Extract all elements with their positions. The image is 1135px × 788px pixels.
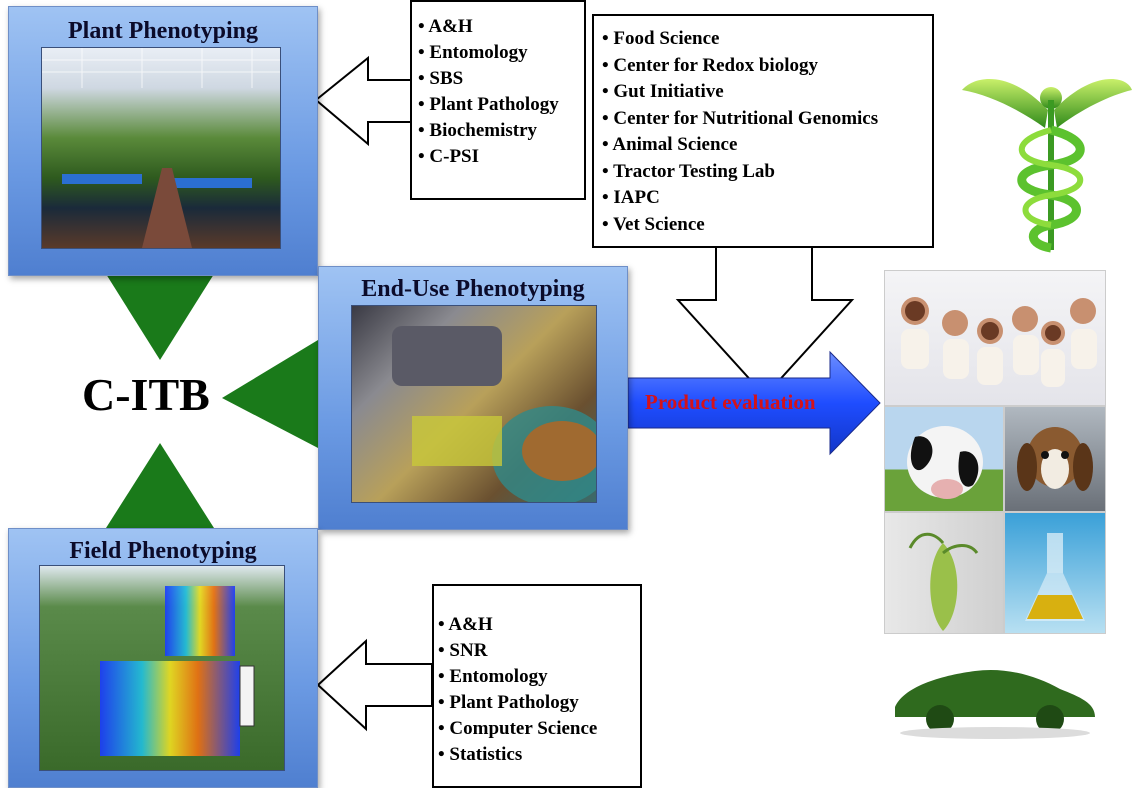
babies-image	[884, 270, 1106, 406]
list-item: Center for Nutritional Genomics	[602, 106, 932, 133]
list-item: Food Science	[602, 26, 932, 53]
grass-car-image	[884, 636, 1106, 752]
list-item: Plant Pathology	[438, 690, 640, 716]
list-item: Plant Pathology	[418, 92, 584, 118]
plant-phenotyping-title: Plant Phenotyping	[67, 18, 259, 44]
greenhouse-image	[41, 47, 281, 249]
list-item: SNR	[438, 638, 640, 664]
list-item: Entomology	[438, 664, 640, 690]
product-evaluation-label: Product evaluation	[645, 390, 816, 414]
field-phenotyping-panel: Field Phenotyping	[8, 528, 318, 788]
cow-image	[884, 406, 1004, 512]
list-item: Biochemistry	[418, 118, 584, 144]
puppy-image	[1004, 406, 1106, 512]
arrow-to-field	[316, 638, 433, 732]
enduse-collaborators-box: Food Science Center for Redox biology Gu…	[592, 14, 934, 248]
arrow-down-to-product	[675, 243, 855, 398]
list-item: SBS	[418, 66, 584, 92]
triangle-down	[106, 274, 214, 360]
plant-phenotyping-panel: Plant Phenotyping	[8, 6, 318, 276]
list-item: Tractor Testing Lab	[602, 159, 932, 186]
field-phenotyping-title: Field Phenotyping	[69, 538, 257, 564]
list-item: Center for Redox biology	[602, 53, 932, 80]
product-evaluation-arrow	[627, 350, 881, 456]
list-item: IAPC	[602, 185, 932, 212]
list-item: Statistics	[438, 742, 640, 768]
triangle-up	[106, 443, 214, 528]
arrow-to-plant	[314, 55, 413, 147]
list-item: Vet Science	[602, 212, 932, 239]
grain-processing-image	[351, 305, 597, 503]
list-item: A&H	[418, 14, 584, 40]
list-item: Entomology	[418, 40, 584, 66]
triangle-left	[222, 340, 318, 448]
field-heatmap-image	[39, 565, 285, 771]
list-item: C-PSI	[418, 144, 584, 170]
corn-image	[884, 512, 1004, 634]
flask-image	[1004, 512, 1106, 634]
citb-label: C-ITB	[82, 369, 210, 420]
enduse-phenotyping-panel: End-Use Phenotyping	[318, 266, 628, 530]
field-collaborators-box: A&H SNR Entomology Plant Pathology Compu…	[432, 584, 642, 788]
enduse-phenotyping-title: End-Use Phenotyping	[361, 276, 585, 302]
list-item: Gut Initiative	[602, 79, 932, 106]
plant-collaborators-box: A&H Entomology SBS Plant Pathology Bioch…	[410, 0, 586, 200]
list-item: Animal Science	[602, 132, 932, 159]
list-item: A&H	[438, 612, 640, 638]
list-item: Computer Science	[438, 716, 640, 742]
